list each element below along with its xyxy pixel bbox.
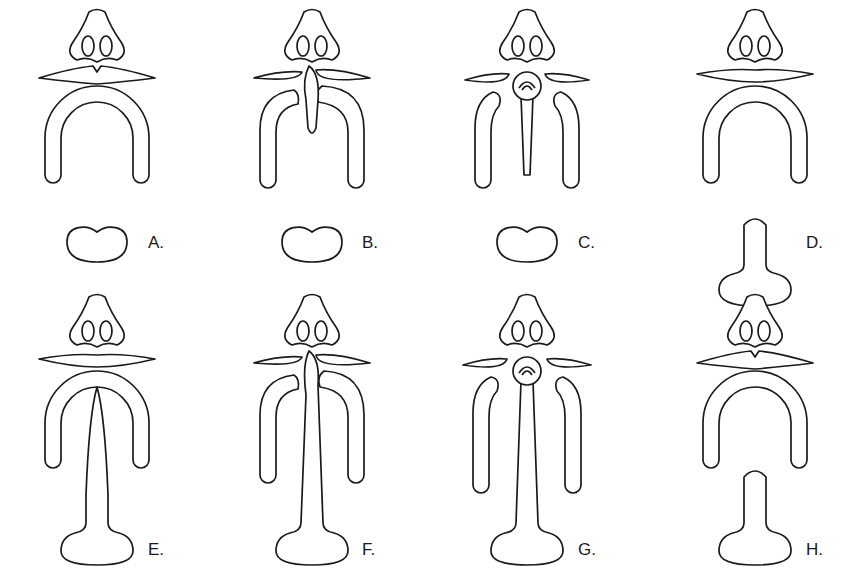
outline-shape	[740, 321, 752, 341]
outline-shape	[519, 82, 535, 88]
outline-shape	[45, 86, 149, 183]
outline-shape	[465, 74, 509, 82]
panel-label: G.	[578, 541, 596, 558]
outline-shape	[758, 321, 770, 341]
panel-label: H.	[806, 541, 823, 558]
outline-shape	[547, 359, 591, 367]
panel-label: B.	[362, 234, 378, 251]
outline-shape	[475, 92, 500, 188]
panel-label: F.	[362, 541, 375, 558]
palate-figure	[463, 295, 591, 566]
outline-shape	[317, 86, 364, 188]
outline-shape	[521, 96, 533, 175]
outline-shape	[473, 377, 498, 493]
outline-shape	[61, 387, 133, 565]
outline-shape	[554, 92, 579, 188]
outline-shape	[67, 227, 127, 262]
outline-shape	[100, 36, 112, 56]
outline-shape	[513, 72, 541, 100]
outline-shape	[297, 321, 309, 341]
outline-shape	[719, 471, 791, 565]
outline-shape	[82, 321, 94, 341]
palate-figure	[697, 295, 813, 566]
outline-shape	[39, 355, 155, 368]
panel-label: E.	[148, 541, 164, 558]
outline-shape	[519, 367, 535, 373]
outline-shape	[530, 36, 542, 56]
outline-shape	[315, 321, 327, 341]
outline-shape	[500, 295, 554, 348]
outline-shape	[703, 371, 807, 468]
outline-shape	[39, 66, 155, 84]
outline-shape	[316, 355, 370, 365]
outline-shape	[254, 72, 302, 80]
palate-figure	[254, 10, 370, 263]
panel-label: A.	[148, 234, 164, 251]
outline-shape	[282, 227, 342, 262]
outline-shape	[70, 10, 124, 63]
palate-figure	[465, 10, 589, 263]
outline-shape	[500, 10, 554, 63]
outline-shape	[316, 70, 370, 80]
palate-figure	[39, 295, 155, 566]
outline-shape	[728, 10, 782, 63]
outline-shape	[260, 90, 299, 188]
outline-shape	[703, 86, 807, 183]
outline-shape	[530, 321, 542, 341]
outline-shape	[315, 36, 327, 56]
outline-shape	[497, 227, 557, 262]
outline-shape	[276, 351, 348, 565]
outline-shape	[522, 86, 532, 90]
outline-shape	[740, 36, 752, 56]
outline-shape	[758, 36, 770, 56]
outline-shape	[463, 359, 507, 367]
outline-shape	[512, 36, 524, 56]
outline-shape	[545, 74, 589, 82]
palate-figure	[697, 10, 813, 307]
outline-shape	[697, 70, 813, 83]
outline-shape	[260, 375, 299, 483]
outline-shape	[285, 295, 339, 348]
outline-shape	[697, 351, 813, 369]
outline-shape	[297, 36, 309, 56]
outline-shape	[512, 321, 524, 341]
palate-figure	[254, 295, 370, 566]
outline-shape	[82, 36, 94, 56]
outline-shape	[728, 295, 782, 348]
outline-shape	[254, 357, 302, 365]
outline-shape	[305, 66, 319, 133]
outline-shape	[719, 219, 791, 306]
outline-shape	[70, 295, 124, 348]
outline-shape	[319, 371, 364, 483]
outline-shape	[100, 321, 112, 341]
outline-shape	[556, 377, 581, 493]
outline-shape	[522, 371, 532, 375]
palate-figure	[39, 10, 155, 263]
outline-shape	[491, 381, 563, 565]
outline-shape	[285, 10, 339, 63]
outline-shape	[513, 357, 541, 385]
panel-label: D.	[806, 234, 823, 251]
panel-label: C.	[578, 234, 595, 251]
